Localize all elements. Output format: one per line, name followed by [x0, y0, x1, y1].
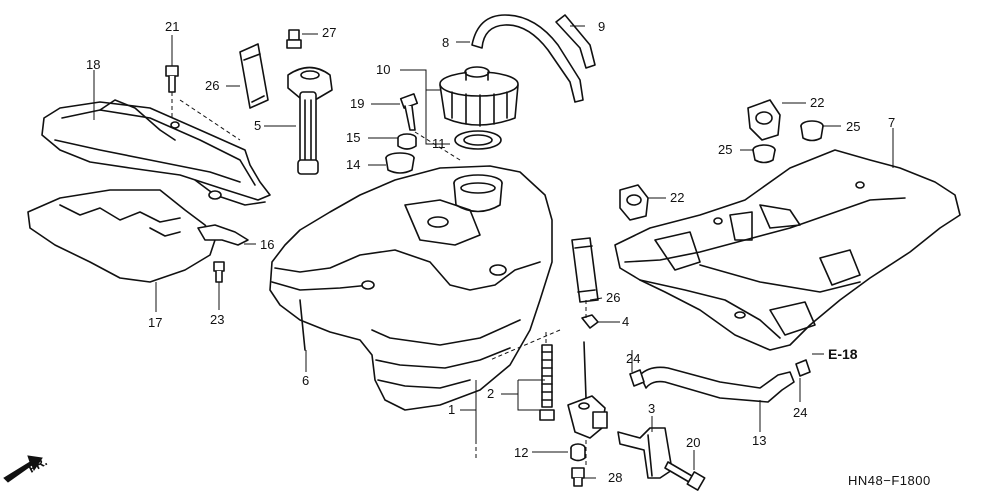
callout-16: 16 — [260, 237, 275, 252]
callout-23: 23 — [210, 312, 225, 327]
fuel-valve — [567, 341, 608, 439]
callout-26-lower: 26 — [606, 290, 621, 305]
callout-15: 15 — [346, 130, 361, 145]
callout-24: 24 — [626, 351, 641, 366]
bolt-28 — [571, 467, 585, 487]
callout-17: 17 — [148, 315, 163, 330]
nut-12 — [570, 443, 586, 462]
bolt-27 — [286, 29, 302, 49]
collar-4 — [581, 314, 599, 329]
callout-27: 27 — [322, 25, 337, 40]
breather-tube — [471, 14, 584, 103]
callout-22: 22 — [810, 95, 825, 110]
tank-cover-frame — [614, 149, 961, 351]
callout-21: 21 — [165, 19, 180, 34]
callout-28: 28 — [608, 470, 623, 485]
callout-4: 4 — [622, 314, 630, 329]
band-26-top — [239, 43, 269, 109]
callout-13: 13 — [752, 433, 767, 448]
callout-7: 7 — [888, 115, 896, 130]
insulator — [27, 189, 216, 283]
callout-10: 10 — [376, 62, 391, 77]
grommet-22-lower — [619, 184, 649, 221]
grommet-14 — [385, 152, 415, 174]
leader-lines — [93, 25, 894, 479]
callout-14: 14 — [346, 157, 361, 172]
valve-knob — [617, 427, 673, 479]
callout-8: 8 — [442, 35, 450, 50]
callout-19: 19 — [350, 96, 365, 111]
drawing-code: HN48−F1800 — [848, 473, 931, 488]
callout-11: 11 — [432, 136, 446, 151]
grommet-22-upper — [747, 99, 781, 141]
callout-5: 5 — [254, 118, 262, 133]
front-arrow-icon — [3, 455, 43, 483]
reference-e18: E-18 — [828, 346, 858, 362]
callout-6: 6 — [302, 373, 310, 388]
bolt-21 — [165, 65, 179, 93]
hose-clip-left — [629, 369, 645, 387]
callout-12: 12 — [514, 445, 529, 460]
callout-26: 26 — [205, 78, 220, 93]
collar-15 — [397, 133, 417, 150]
fuel-tank — [269, 165, 553, 411]
breather-tube-end — [555, 14, 596, 69]
callout-25-lower: 25 — [718, 142, 733, 157]
fuel-cap — [439, 66, 519, 127]
bolt-23 — [213, 261, 225, 283]
callout-24-right: 24 — [793, 405, 808, 420]
fuel-hose — [639, 366, 795, 403]
callout-18: 18 — [86, 57, 101, 72]
callout-9: 9 — [598, 19, 606, 34]
callout-2: 2 — [487, 386, 495, 401]
bolt-19 — [399, 93, 419, 131]
callout-25: 25 — [846, 119, 861, 134]
heat-guard — [41, 99, 271, 206]
callout-22-lower: 22 — [670, 190, 685, 205]
cap-gasket — [454, 130, 502, 150]
callout-3: 3 — [648, 401, 656, 416]
dashed-guide-lines — [171, 92, 587, 468]
fuel-strainer — [539, 344, 555, 421]
grommet-25-upper — [800, 120, 824, 142]
clip-16 — [197, 224, 249, 246]
fuel-gauge — [287, 66, 333, 175]
screw-20 — [664, 461, 706, 491]
hose-clip-right — [795, 359, 811, 377]
callout-20: 20 — [686, 435, 701, 450]
callout-1: 1 — [448, 402, 456, 417]
band-26-lower — [571, 237, 599, 303]
grommet-25-lower — [752, 144, 776, 164]
